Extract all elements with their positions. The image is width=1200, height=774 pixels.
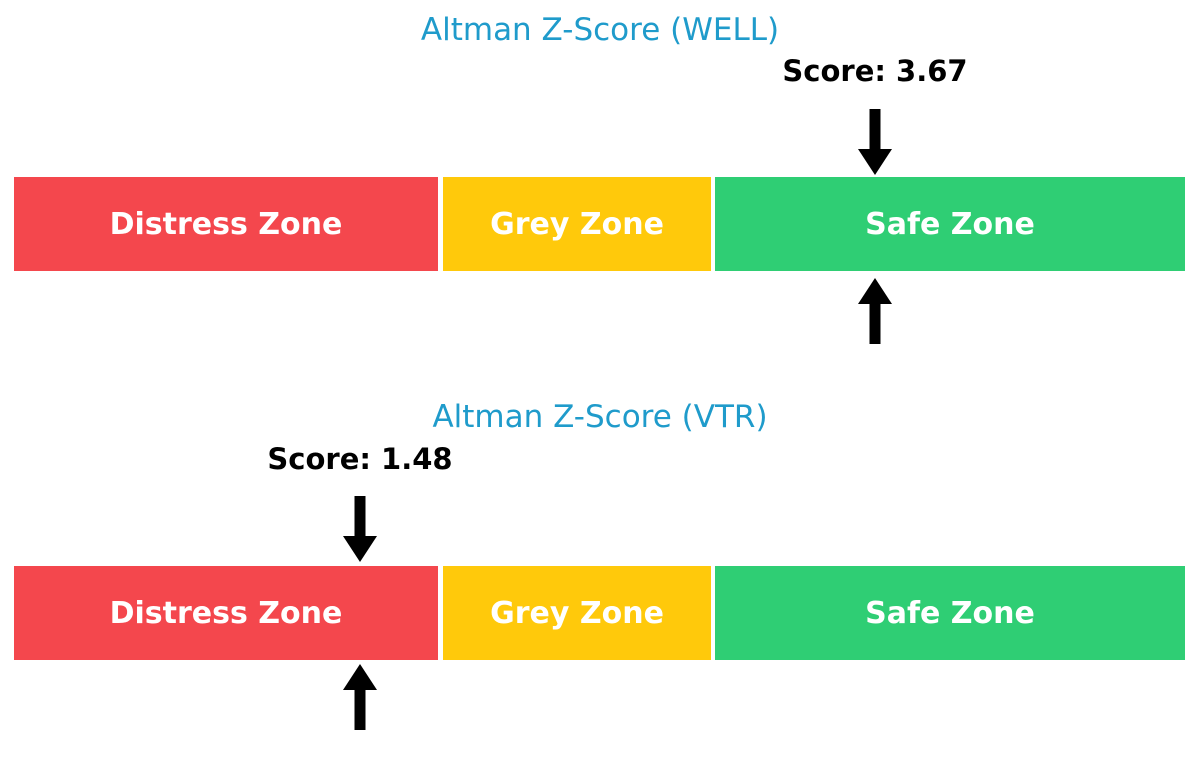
grey-zone-label: Grey Zone bbox=[490, 595, 664, 631]
safe-zone-label: Safe Zone bbox=[865, 206, 1035, 242]
grey-zone-segment: Grey Zone bbox=[443, 177, 711, 271]
chart-title-well: Altman Z-Score (WELL) bbox=[420, 12, 780, 48]
zone-bar-well: Distress Zone Grey Zone Safe Zone bbox=[14, 177, 1185, 271]
safe-zone-segment: Safe Zone bbox=[715, 177, 1185, 271]
distress-zone-label: Distress Zone bbox=[109, 206, 343, 242]
grey-zone-label: Grey Zone bbox=[490, 206, 664, 242]
score-marker-arrow-up-icon bbox=[341, 664, 379, 730]
grey-zone-segment: Grey Zone bbox=[443, 566, 711, 660]
score-label-vtr: Score: 1.48 bbox=[267, 442, 453, 476]
score-marker-arrow-down-icon bbox=[856, 109, 894, 175]
score-marker-arrow-down-icon bbox=[341, 496, 379, 562]
safe-zone-segment: Safe Zone bbox=[715, 566, 1185, 660]
chart-title-vtr: Altman Z-Score (VTR) bbox=[432, 399, 768, 435]
zone-bar-vtr: Distress Zone Grey Zone Safe Zone bbox=[14, 566, 1185, 660]
distress-zone-label: Distress Zone bbox=[109, 595, 343, 631]
distress-zone-segment: Distress Zone bbox=[14, 177, 438, 271]
safe-zone-label: Safe Zone bbox=[865, 595, 1035, 631]
score-marker-arrow-up-icon bbox=[856, 278, 894, 344]
score-label-well: Score: 3.67 bbox=[782, 54, 968, 88]
distress-zone-segment: Distress Zone bbox=[14, 566, 438, 660]
